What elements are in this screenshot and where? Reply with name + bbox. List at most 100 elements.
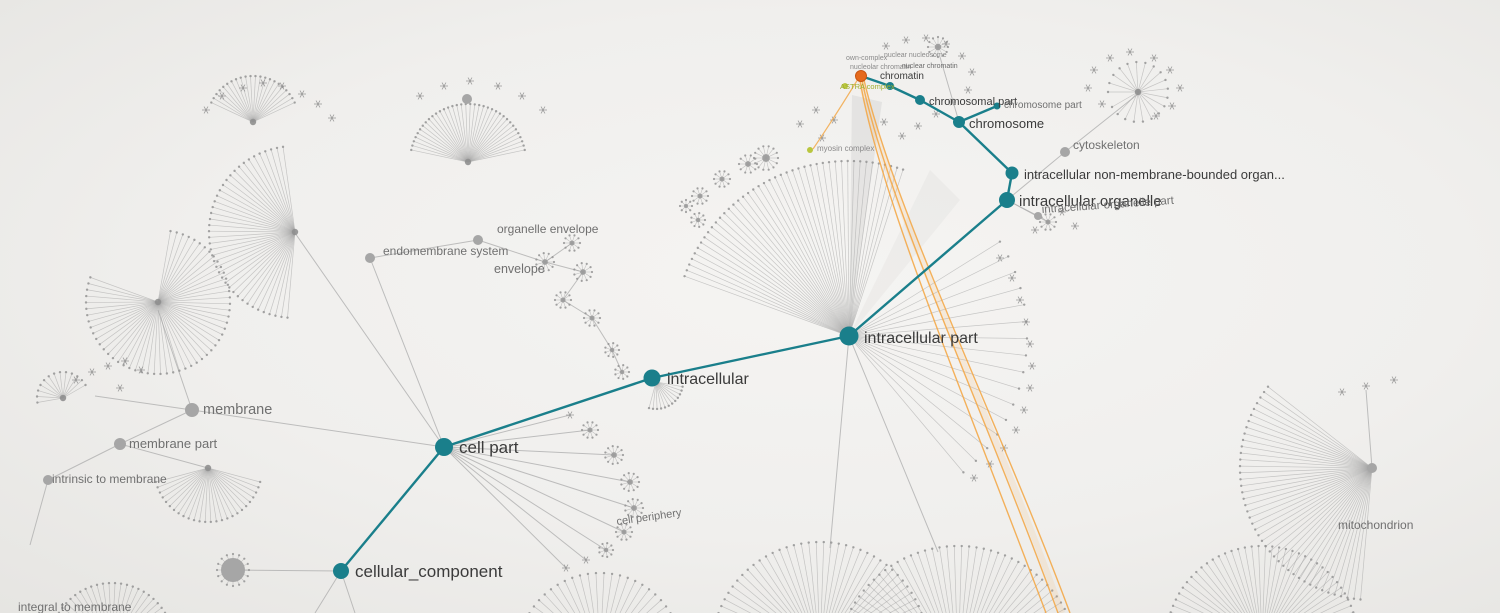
term-label-intracellular_nmb_organelle[interactable]: intracellular non-membrane-bounded organ…	[1024, 167, 1285, 182]
fan-tip-node	[871, 161, 874, 164]
fan-spoke	[721, 605, 738, 613]
term-labels[interactable]: cellular_component cell part intracellular…	[18, 52, 1413, 613]
term-label-intrinsic-to-membrane[interactable]: intrinsic to membrane	[52, 472, 167, 486]
term-label-nuclear-chromatin[interactable]: nuclear chromatin	[902, 63, 958, 70]
fan-spoke	[637, 594, 656, 613]
rosette-tip-node	[701, 202, 704, 205]
fan-tip-node	[198, 242, 201, 245]
term-label-own-complex[interactable]: own-complex	[846, 55, 888, 62]
accent-nodes[interactable]	[807, 83, 848, 153]
fan-spoke	[411, 149, 469, 163]
asterisk-ray	[467, 77, 473, 85]
rosette-core-node	[603, 547, 609, 553]
fan-tip-node	[252, 496, 255, 499]
term-node-organelle-part-node[interactable]	[1034, 212, 1042, 220]
fan-spoke	[231, 81, 254, 123]
term-label-cytoskeleton[interactable]: cytoskeleton	[1073, 138, 1140, 152]
term-node-intracellular_nmb_organelle[interactable]	[1005, 166, 1019, 180]
term-node-mitochondrion-apex-node[interactable]	[1367, 463, 1377, 473]
gray-term-nodes[interactable]	[43, 94, 1377, 582]
term-node-endomembrane-node[interactable]	[365, 253, 375, 263]
fan-mitochondrion	[1238, 385, 1376, 601]
term-label-myosin-complex[interactable]: myosin complex	[817, 144, 874, 153]
fan-tip-node	[670, 402, 674, 405]
term-node-chromosome[interactable]	[953, 116, 965, 128]
term-label-membrane[interactable]: membrane	[203, 402, 272, 418]
term-node-cell_part[interactable]	[435, 438, 453, 456]
fan-spoke	[53, 373, 64, 399]
fan-tip-node	[1303, 555, 1307, 558]
fan-tip-node	[200, 357, 204, 361]
term-label-organelle-envelope[interactable]: organelle envelope	[497, 222, 599, 236]
term-label-chromosome[interactable]: chromosome	[969, 116, 1044, 131]
term-node-nuclear_chromatin[interactable]	[855, 70, 867, 82]
asterisk-node	[314, 100, 322, 108]
fan-tip-node	[224, 277, 228, 280]
fan-tip-node	[853, 601, 857, 604]
term-label-chromosome-part[interactable]: chromosome part	[1004, 100, 1082, 111]
term-label-astra-complex[interactable]: ASTRA complex	[840, 82, 895, 91]
term-label-cell_part[interactable]: cell part	[459, 438, 519, 457]
fan-tip-node	[523, 148, 526, 152]
term-label-integral-to-membrane[interactable]: integral to membrane	[18, 600, 132, 613]
term-node-astra-dot[interactable]	[842, 83, 848, 89]
asterisk-ray	[1127, 48, 1133, 56]
term-node-membrane-node[interactable]	[185, 403, 199, 417]
fan-spoke	[848, 256, 1009, 337]
term-label-chromatin[interactable]: chromatin	[880, 71, 924, 82]
fan-spoke	[848, 335, 1020, 389]
fan-spoke	[99, 301, 159, 345]
term-label-cellular_component[interactable]: cellular_component	[355, 562, 503, 581]
term-label-intracellular_organelle[interactable]: intracellular organelle	[1019, 193, 1162, 210]
fan-tip-node	[101, 582, 105, 585]
term-label-envelope[interactable]: envelope	[494, 262, 545, 276]
term-label-intracellular_part[interactable]: intracellular part	[864, 330, 978, 347]
term-node-chromosome_part[interactable]	[993, 102, 1001, 110]
fan-spoke	[146, 602, 159, 613]
fan-spoke	[1260, 397, 1373, 469]
term-label-endomembrane-system[interactable]: endomembrane system	[383, 244, 508, 258]
term-label-intracellular[interactable]: intracellular	[667, 371, 749, 388]
fan-tip-node	[1166, 96, 1169, 99]
rosette-tip-node	[620, 458, 623, 461]
term-node-membrane-part-node[interactable]	[114, 438, 126, 450]
term-node-fan-upper-top-node[interactable]	[462, 94, 472, 104]
fan-tip-node	[244, 504, 248, 508]
term-label-mitochondrion[interactable]: mitochondrion	[1338, 518, 1413, 532]
term-node-myosin-dot[interactable]	[807, 147, 813, 153]
term-label-membrane-part[interactable]: membrane part	[129, 436, 218, 451]
term-label-nuclear-nucleosome[interactable]: nuclear nucleosome	[884, 52, 947, 59]
asterisk-ray	[881, 118, 887, 126]
term-node-chromosomal_part[interactable]	[915, 95, 925, 105]
fan-spoke	[844, 560, 881, 613]
fan-spoke	[859, 596, 883, 613]
term-label-chromosomal_part[interactable]: chromosomal part	[929, 96, 1017, 108]
asterisk-ray	[1029, 362, 1035, 370]
fan-tip-node	[160, 606, 163, 610]
fan-tip-node	[1335, 580, 1339, 584]
fan-spoke	[1240, 452, 1373, 469]
term-label-nucleolar-chromatin[interactable]: nucleolar chromatin	[850, 64, 911, 71]
graph-edge	[191, 409, 445, 448]
fan-spoke	[810, 165, 850, 337]
term-node-intracellular_part[interactable]	[839, 326, 859, 346]
term-node-organelle-envelope-node[interactable]	[473, 235, 483, 245]
fan-tip-node	[236, 295, 240, 298]
fan-tip-node	[455, 103, 458, 107]
term-node-chromatin[interactable]	[886, 82, 894, 90]
term-node-disc-node[interactable]	[221, 558, 245, 582]
fan-spoke	[207, 467, 243, 511]
selected-path-nodes[interactable]	[333, 70, 1019, 580]
fan-tip-node	[785, 546, 788, 549]
graph-edge	[94, 395, 193, 411]
term-node-intracellular_organelle[interactable]	[999, 192, 1015, 208]
fan-spoke	[178, 467, 209, 514]
term-node-intrinsic-node[interactable]	[43, 475, 53, 485]
fan-spoke	[281, 231, 296, 317]
term-node-intracellular[interactable]	[643, 369, 661, 387]
term-node-cytoskeleton-node[interactable]	[1060, 147, 1070, 157]
fan-spoke	[209, 230, 296, 233]
term-node-cellular_component[interactable]	[333, 563, 349, 579]
